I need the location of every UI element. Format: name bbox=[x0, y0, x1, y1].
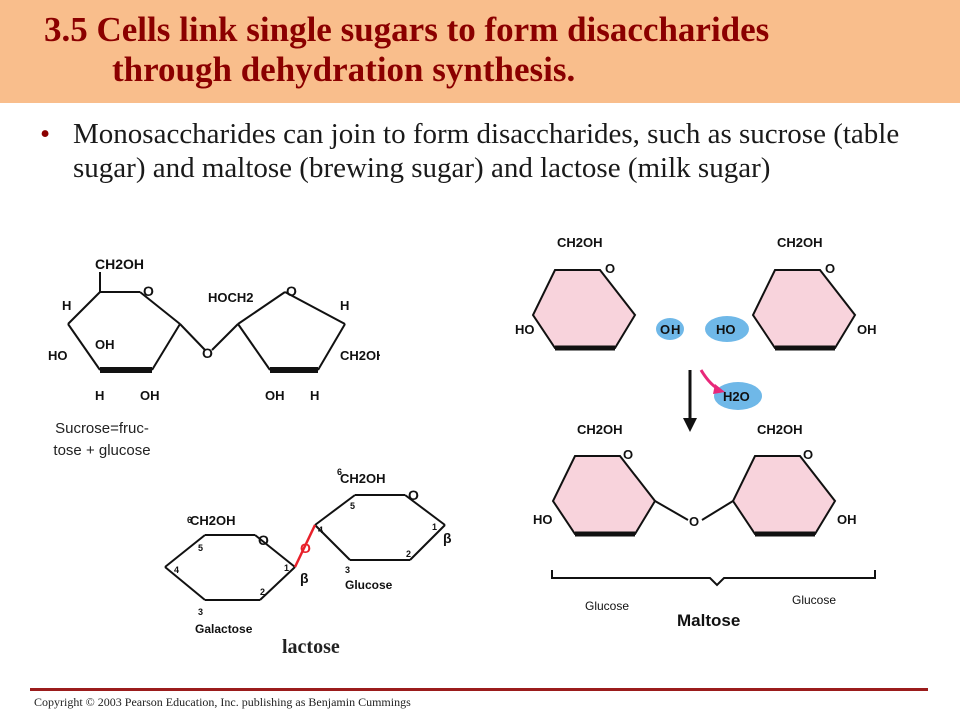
title-banner bbox=[0, 0, 960, 103]
sucrose-h-label: H bbox=[62, 298, 71, 313]
lactose-bridge-o: O bbox=[300, 540, 311, 556]
sucrose-h-fructose: H bbox=[310, 388, 319, 403]
sucrose-h-bottom: H bbox=[95, 388, 104, 403]
maltose-reaction: CH2OH CH2OH O O HO OH O H HO H2O CH2OH C… bbox=[515, 235, 877, 630]
sucrose-caption-line-2: tose + glucose bbox=[53, 442, 151, 459]
lactose-glucose-ch2oh: CH2OH bbox=[340, 471, 386, 486]
carbon-number-5a: 5 bbox=[198, 543, 203, 553]
footer-divider bbox=[30, 688, 928, 691]
maltose-ho-3: HO bbox=[533, 512, 553, 527]
sucrose-ring-o-right: O bbox=[286, 283, 297, 299]
maltose-ch2oh-3: CH2OH bbox=[577, 422, 623, 437]
maltose-ho-1: HO bbox=[515, 322, 535, 337]
lactose-beta-right: β bbox=[443, 530, 452, 546]
maltose-ch2oh-1: CH2OH bbox=[557, 235, 603, 250]
maltose-ring-o-3: O bbox=[623, 447, 633, 462]
maltose-hydroxyl-ho: HO bbox=[716, 322, 736, 337]
carbon-number-3a: 3 bbox=[198, 607, 203, 617]
maltose-ring-o-1: O bbox=[605, 261, 615, 276]
carbon-number-1a: 1 bbox=[284, 563, 289, 573]
maltose-hydroxyl-h: H bbox=[671, 322, 680, 337]
maltose-glucose-left-label: Glucose bbox=[585, 599, 629, 613]
maltose-ch2oh-4: CH2OH bbox=[757, 422, 803, 437]
title-line-2: through dehydration synthesis. bbox=[112, 50, 576, 89]
sucrose-ring-o-left: O bbox=[143, 283, 154, 299]
lactose-caption: lactose bbox=[282, 636, 340, 658]
sucrose-hoch2-label: HOCH2 bbox=[208, 290, 254, 305]
sucrose-bridge-o: O bbox=[202, 345, 213, 361]
carbon-number-3b: 3 bbox=[345, 565, 350, 575]
sucrose-structure: CH2OH O H HO OH H OH O HOCH2 O H CH2OH O… bbox=[48, 256, 380, 403]
sucrose-caption: Sucrose=fruc- tose + glucose bbox=[34, 418, 170, 462]
lactose-structure: CH2OH CH2OH O O O β β Galactose Glucose … bbox=[164, 467, 452, 636]
sucrose-oh-fructose: OH bbox=[265, 388, 285, 403]
sucrose-ch2oh-right: CH2OH bbox=[340, 348, 380, 363]
sucrose-ch2oh-label: CH2OH bbox=[95, 256, 144, 272]
lactose-glucose-label: Glucose bbox=[345, 578, 393, 592]
sucrose-oh-label: OH bbox=[95, 337, 115, 352]
lactose-ring-o-left: O bbox=[258, 532, 269, 548]
bullet-icon: • bbox=[40, 118, 51, 150]
carbon-number-2b: 2 bbox=[406, 549, 411, 559]
maltose-ring-o-4: O bbox=[803, 447, 813, 462]
maltose-ch2oh-2: CH2OH bbox=[777, 235, 823, 250]
maltose-oh-2: OH bbox=[857, 322, 877, 337]
carbon-number-6a: 6 bbox=[187, 515, 192, 525]
sucrose-oh-bottom: OH bbox=[140, 388, 160, 403]
maltose-hydroxyl-o: O bbox=[660, 322, 670, 337]
lactose-galactose-ch2oh: CH2OH bbox=[190, 513, 236, 528]
carbon-number-4a: 4 bbox=[174, 565, 179, 575]
lactose-galactose-label: Galactose bbox=[195, 622, 253, 636]
lactose-ring-o-right: O bbox=[408, 487, 419, 503]
sucrose-caption-line-1: Sucrose=fruc- bbox=[55, 420, 149, 437]
maltose-caption: Maltose bbox=[677, 611, 740, 630]
sucrose-ho-label: HO bbox=[48, 348, 68, 363]
copyright-footer: Copyright © 2003 Pearson Education, Inc.… bbox=[34, 695, 411, 709]
carbon-number-2a: 2 bbox=[260, 587, 265, 597]
slide-title: 3.5 Cells link single sugars to form dis… bbox=[44, 10, 769, 90]
bullet-text: Monosaccharides can join to form disacch… bbox=[73, 118, 900, 184]
carbon-number-4b: 4 bbox=[318, 525, 323, 535]
carbon-number-6b: 6 bbox=[337, 467, 342, 477]
sucrose-h-right: H bbox=[340, 298, 349, 313]
lactose-beta-left: β bbox=[300, 570, 309, 586]
carbon-number-1b: 1 bbox=[432, 522, 437, 532]
maltose-oh-4: OH bbox=[837, 512, 857, 527]
title-line-1: 3.5 Cells link single sugars to form dis… bbox=[44, 10, 770, 49]
maltose-glycosidic-o: O bbox=[689, 514, 699, 529]
maltose-ring-o-2: O bbox=[825, 261, 835, 276]
water-label: H2O bbox=[723, 389, 750, 404]
maltose-glucose-right-label: Glucose bbox=[792, 593, 836, 607]
carbon-number-5b: 5 bbox=[350, 501, 355, 511]
